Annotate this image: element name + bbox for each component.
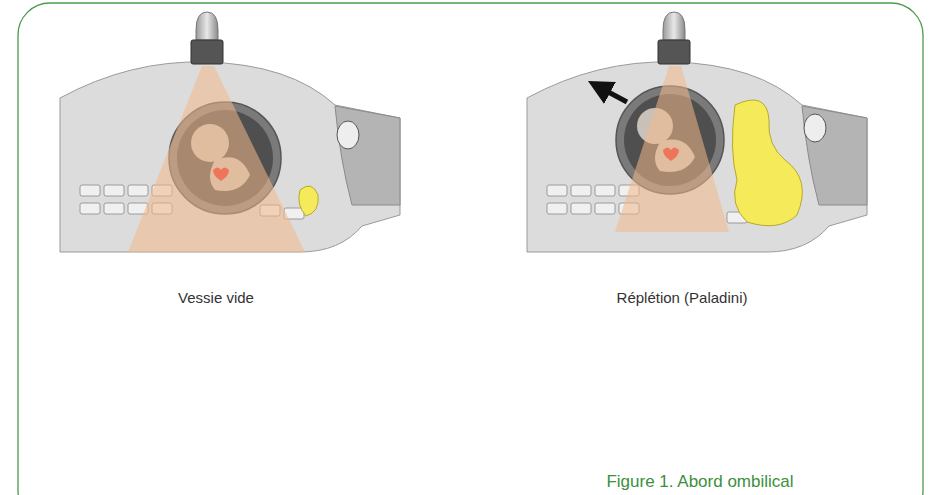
figure-caption: Figure 1. Abord ombilical bbox=[606, 472, 793, 492]
body-section bbox=[527, 62, 867, 252]
bladder bbox=[732, 100, 802, 226]
thigh bbox=[802, 106, 867, 205]
bowel bbox=[337, 121, 359, 149]
panel-full-bladder bbox=[527, 12, 867, 252]
panel-empty-bladder bbox=[60, 12, 400, 252]
frame bbox=[18, 3, 923, 495]
panel-label: Réplétion (Paladini) bbox=[617, 289, 748, 306]
bladder bbox=[299, 186, 318, 216]
bowel bbox=[804, 114, 826, 142]
ultrasound-beam bbox=[615, 66, 729, 232]
thigh bbox=[335, 106, 400, 205]
displacement-arrow bbox=[599, 87, 627, 102]
ultrasound-beam bbox=[128, 66, 305, 252]
probe-head bbox=[658, 40, 690, 64]
body-section bbox=[60, 62, 400, 252]
panel-label: Vessie vide bbox=[178, 289, 254, 306]
probe-head bbox=[191, 40, 223, 64]
probe-handle bbox=[663, 12, 685, 40]
probe-handle bbox=[196, 12, 218, 40]
